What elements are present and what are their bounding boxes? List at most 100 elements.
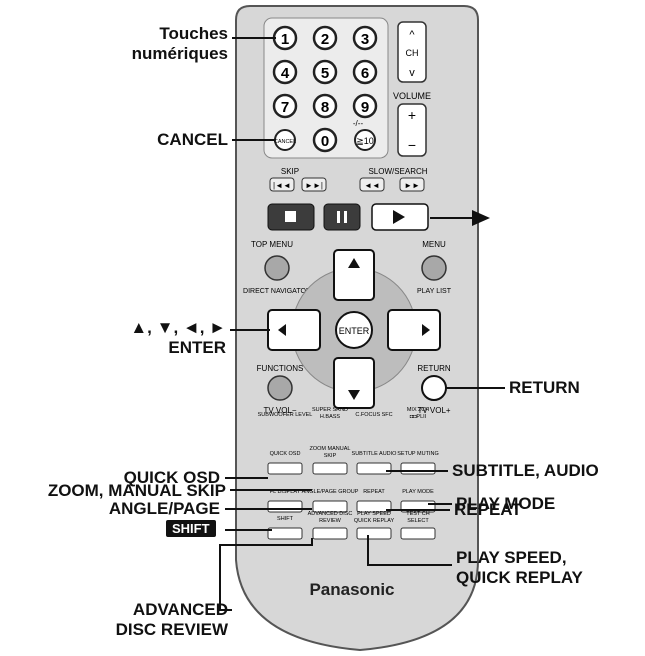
menu-label: MENU xyxy=(422,240,446,249)
digit-button-3[interactable]: 3 xyxy=(352,25,378,51)
grid-button-label: SKIP xyxy=(324,453,337,459)
left-button[interactable] xyxy=(267,309,321,351)
callout-touches-line2: numériques xyxy=(131,44,228,63)
callout-direction: ▲, ▼, ◄, ► ENTER xyxy=(80,318,226,358)
up-button[interactable] xyxy=(333,249,375,301)
volume-down-icon: − xyxy=(408,137,416,153)
top-menu-label: TOP MENU xyxy=(251,240,293,249)
functions-button[interactable] xyxy=(267,375,293,401)
slow-search-label: SLOW/SEARCH xyxy=(368,167,427,176)
stop-button[interactable] xyxy=(267,203,315,231)
digit-button-1[interactable]: 1 xyxy=(272,25,298,51)
callout-advanced-line1: ADVANCED xyxy=(132,600,228,619)
svg-text:|◄◄: |◄◄ xyxy=(273,181,291,190)
svg-text:2: 2 xyxy=(321,31,329,48)
svg-text:≧10: ≧10 xyxy=(356,136,374,146)
pause-button[interactable] xyxy=(323,203,361,231)
grid-button-label: MIX 2CH xyxy=(407,407,429,413)
grid-button-play-mode[interactable]: PLAY MODE xyxy=(400,489,436,513)
volume-label: VOLUME xyxy=(393,91,431,101)
grid-button-label: SHIFT xyxy=(277,516,294,522)
callout-play-mode: PLAY MODE xyxy=(456,494,556,513)
search-forward-button[interactable]: ►► xyxy=(399,177,425,192)
volume-rocker[interactable]: + − xyxy=(397,103,427,157)
grid-button-label: QUICK REPLAY xyxy=(354,518,395,524)
callout-shift: SHIFT xyxy=(166,520,216,537)
direct-navigator-label: DIRECT NAVIGATOR xyxy=(243,288,311,295)
digit-button-0[interactable]: 0 xyxy=(312,127,338,153)
svg-text:0: 0 xyxy=(321,133,329,150)
grid-button-label: SUBTITLE AUDIO xyxy=(352,451,398,457)
svg-text:8: 8 xyxy=(321,99,329,116)
callout-return: RETURN xyxy=(509,378,580,397)
callout-direction-line1: ▲, ▼, ◄, ► xyxy=(130,318,226,337)
callout-touches-line1: Touches xyxy=(159,24,228,43)
grid-button-shift[interactable]: SHIFT xyxy=(267,516,303,540)
svg-text:►►|: ►►| xyxy=(305,181,323,190)
grid-button-label: ANGLE/PAGE GROUP xyxy=(302,489,359,495)
grid-button-label: SUPER SRND xyxy=(312,407,348,413)
top-menu-button[interactable] xyxy=(264,255,290,281)
menu-button[interactable] xyxy=(421,255,447,281)
grid-button-mix-2ch-plii[interactable]: MIX 2CH◘◘PLII xyxy=(401,407,435,435)
digit-button-8[interactable]: 8 xyxy=(312,93,338,119)
tv-vol-plus-label: TV VOL+ xyxy=(417,406,450,415)
svg-text:1: 1 xyxy=(281,31,289,48)
callout-quick-osd: QUICK OSD xyxy=(123,468,220,487)
leader-play-arrowhead xyxy=(472,210,490,226)
digit-button-6[interactable]: 6 xyxy=(352,59,378,85)
grid-button-label: REVIEW xyxy=(319,518,342,524)
svg-text:3: 3 xyxy=(361,31,369,48)
grid-button-label: PLAY MODE xyxy=(402,489,434,495)
digit-button-5[interactable]: 5 xyxy=(312,59,338,85)
grid-button-label: SUBWOOFER LEVEL xyxy=(258,412,313,418)
callout-zoom-manual-skip: ZOOM, MANUAL SKIP xyxy=(47,481,226,500)
channel-up-icon: ^ xyxy=(409,29,415,41)
play-list-label: PLAY LIST xyxy=(417,288,452,295)
ten-plus-button[interactable]: ≧10 xyxy=(354,129,376,151)
cancel-button[interactable]: CANCEL xyxy=(274,129,296,151)
channel-rocker[interactable]: ^ CH v xyxy=(397,21,427,83)
enter-button[interactable]: ENTER xyxy=(335,311,373,349)
grid-button-label: TEST CH xyxy=(406,511,429,517)
digit-button-7[interactable]: 7 xyxy=(272,93,298,119)
leader-play-speed xyxy=(367,535,452,566)
callout-play-speed: PLAY SPEED, QUICK REPLAY xyxy=(456,548,583,588)
digit-button-2[interactable]: 2 xyxy=(312,25,338,51)
grid-button-c-focus-sfc[interactable]: C.FOCUS SFC xyxy=(355,412,392,435)
grid-button-subtitle-audio[interactable]: SUBTITLE AUDIO xyxy=(352,451,398,475)
svg-text:◄◄: ◄◄ xyxy=(364,181,380,190)
brand-logo: Panasonic xyxy=(309,580,394,599)
skip-next-button[interactable]: ►►| xyxy=(301,177,327,192)
right-button[interactable] xyxy=(387,309,441,351)
dash-label: -/-- xyxy=(353,119,364,128)
grid-button-quick-osd[interactable]: QUICK OSD xyxy=(267,451,303,475)
functions-label: FUNCTIONS xyxy=(257,364,304,373)
grid-button-label: C.FOCUS SFC xyxy=(355,412,392,418)
play-button[interactable] xyxy=(371,203,429,231)
grid-button-label: REPEAT xyxy=(363,489,385,495)
grid-button-angle-page-group[interactable]: ANGLE/PAGE GROUP xyxy=(302,489,359,513)
channel-down-icon: v xyxy=(409,67,415,79)
numeric-keypad-panel xyxy=(263,17,389,159)
skip-prev-button[interactable]: |◄◄ xyxy=(269,177,295,192)
down-button[interactable] xyxy=(333,357,375,409)
digit-button-4[interactable]: 4 xyxy=(272,59,298,85)
digit-button-9[interactable]: 9 xyxy=(352,93,378,119)
svg-text:6: 6 xyxy=(361,65,369,82)
svg-text:5: 5 xyxy=(321,65,329,82)
search-rewind-button[interactable]: ◄◄ xyxy=(359,177,385,192)
return-button[interactable] xyxy=(421,375,447,401)
grid-button-label: QUICK OSD xyxy=(270,451,301,457)
svg-text:CANCEL: CANCEL xyxy=(274,139,296,145)
grid-button-repeat[interactable]: REPEAT xyxy=(356,489,392,513)
leader-advanced xyxy=(219,538,313,611)
callout-direction-line2: ENTER xyxy=(168,338,226,357)
grid-button-subwoofer-level[interactable]: SUBWOOFER LEVEL xyxy=(258,412,313,435)
callout-play-speed-line2: QUICK REPLAY xyxy=(456,568,583,587)
